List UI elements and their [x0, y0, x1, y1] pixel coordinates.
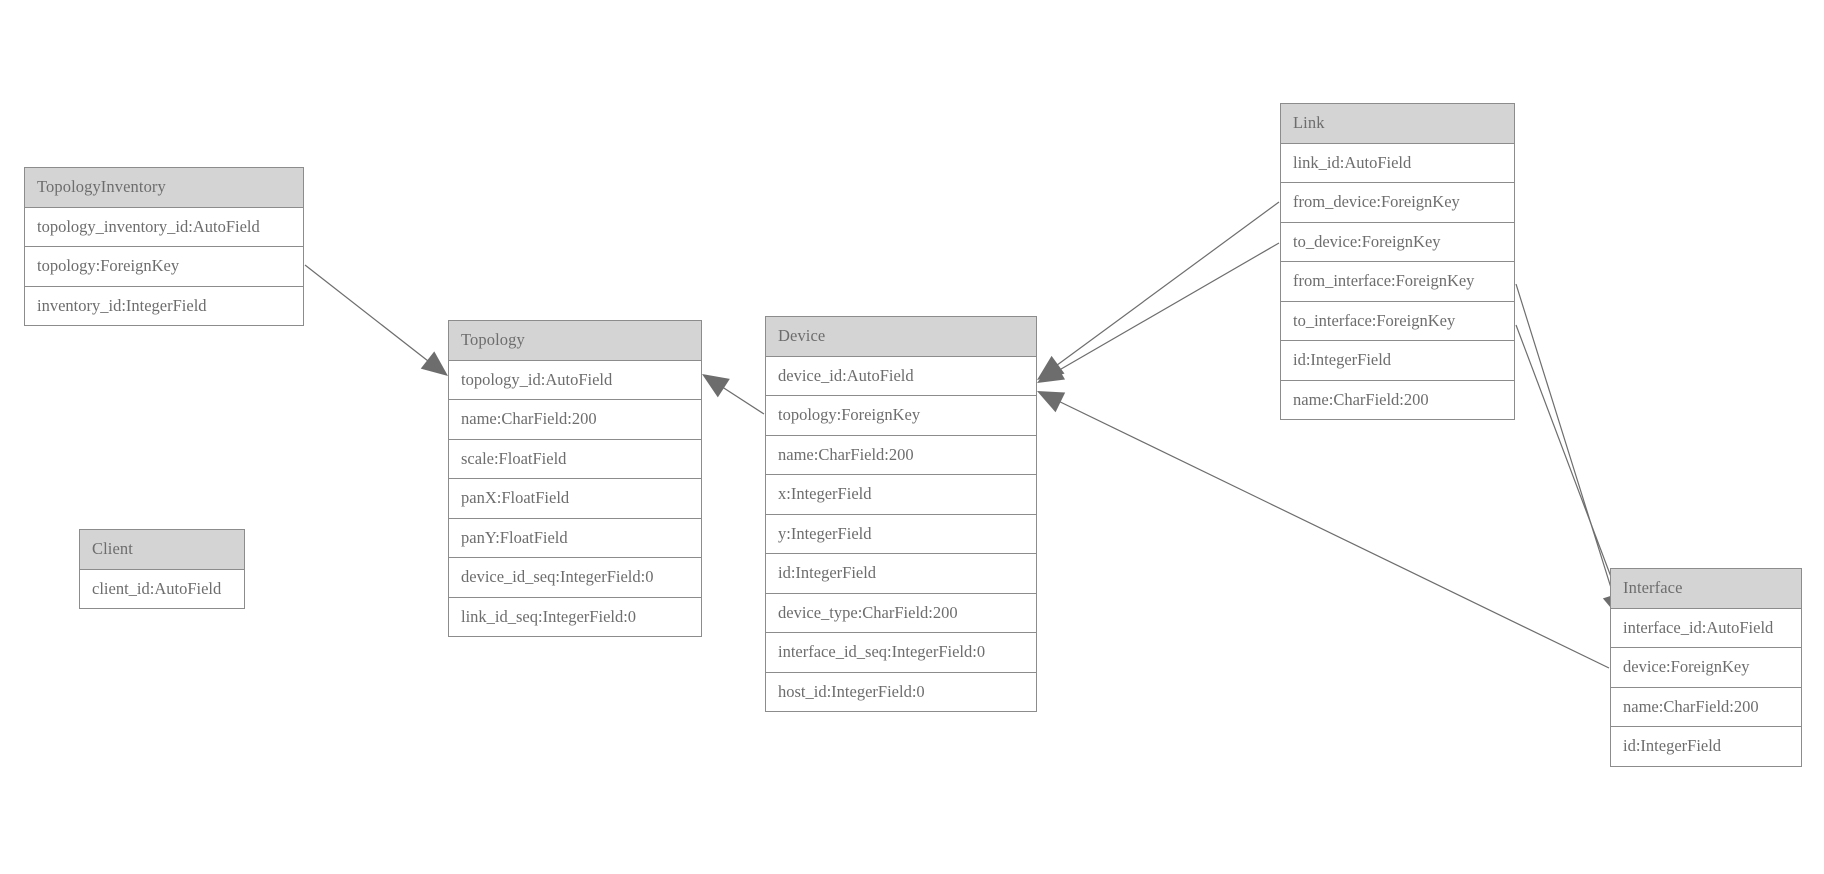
- entity-field-row: device_type:CharField:200: [766, 593, 1036, 633]
- entity-field-row: name:CharField:200: [1611, 687, 1801, 727]
- entity-field-row: id:IntegerField: [1611, 727, 1801, 766]
- entity-client-fields: client_id:AutoField: [80, 569, 244, 608]
- entity-field-row: id:IntegerField: [766, 554, 1036, 594]
- entity-client-title: Client: [80, 530, 244, 570]
- entity-field-row: device_id_seq:IntegerField:0: [449, 558, 701, 598]
- entity-field-row: topology:ForeignKey: [25, 247, 303, 287]
- relationship-line: [712, 380, 765, 415]
- entity-field-row: name:CharField:200: [449, 400, 701, 440]
- relationship-line: [1515, 324, 1623, 607]
- entity-field-row: name:CharField:200: [766, 435, 1036, 475]
- entity-field-row: host_id:IntegerField:0: [766, 672, 1036, 711]
- relationship-line: [1048, 242, 1280, 377]
- entity-device-title: Device: [766, 317, 1036, 357]
- entity-field-row: topology:ForeignKey: [766, 396, 1036, 436]
- entity-field-row: topology_inventory_id:AutoField: [25, 207, 303, 247]
- entity-topology-title: Topology: [449, 321, 701, 361]
- relationship-line: [304, 264, 438, 369]
- entity-field-row: inventory_id:IntegerField: [25, 286, 303, 325]
- entity-field-row: panY:FloatField: [449, 518, 701, 558]
- entity-field-row: id:IntegerField: [1281, 341, 1514, 381]
- rel-topologyinventory-topology: [304, 264, 448, 376]
- entity-field-row: interface_id_seq:IntegerField:0: [766, 633, 1036, 673]
- entity-field-row: to_device:ForeignKey: [1281, 222, 1514, 262]
- entity-field-row: y:IntegerField: [766, 514, 1036, 554]
- entity-field-row: interface_id:AutoField: [1611, 608, 1801, 648]
- entity-link-title: Link: [1281, 104, 1514, 144]
- entity-field-row: device:ForeignKey: [1611, 648, 1801, 688]
- rel-device-topology: [702, 374, 765, 415]
- rel-link-to-device: [1037, 242, 1280, 383]
- entity-interface-title: Interface: [1611, 569, 1801, 609]
- relationship-line: [1049, 396, 1610, 669]
- relationship-line: [1048, 201, 1280, 372]
- rel-link-from-device: [1037, 201, 1280, 380]
- entity-field-row: link_id_seq:IntegerField:0: [449, 597, 701, 636]
- entity-field-row: link_id:AutoField: [1281, 143, 1514, 183]
- entity-field-row: to_interface:ForeignKey: [1281, 301, 1514, 341]
- entity-field-row: from_device:ForeignKey: [1281, 183, 1514, 223]
- rel-interface-device: [1037, 391, 1610, 669]
- entity-field-row: scale:FloatField: [449, 439, 701, 479]
- entity-field-row: x:IntegerField: [766, 475, 1036, 515]
- entity-field-row: name:CharField:200: [1281, 380, 1514, 419]
- entity-field-row: client_id:AutoField: [80, 569, 244, 608]
- entity-topologyinventory-title: TopologyInventory: [25, 168, 303, 208]
- entity-field-row: from_interface:ForeignKey: [1281, 262, 1514, 302]
- entity-field-row: device_id:AutoField: [766, 356, 1036, 396]
- relationship-arrowhead: [1037, 391, 1066, 413]
- entity-field-row: topology_id:AutoField: [449, 360, 701, 400]
- relationship-line: [1515, 283, 1618, 608]
- entity-field-row: panX:FloatField: [449, 479, 701, 519]
